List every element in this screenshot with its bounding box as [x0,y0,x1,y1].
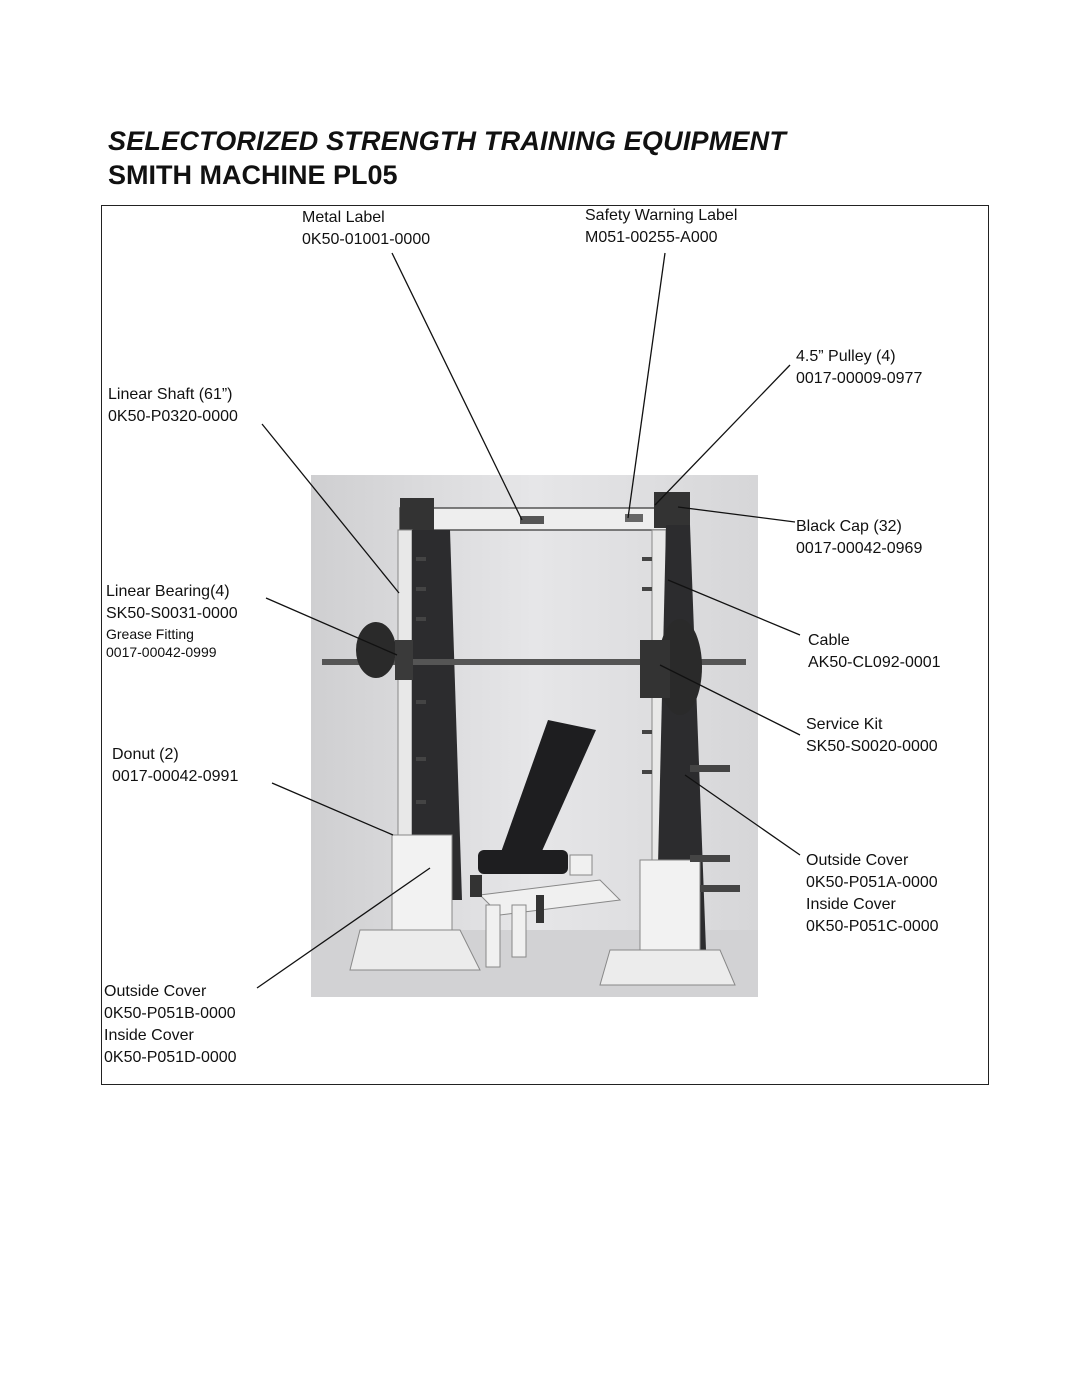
callout-linear-bearing: Linear Bearing(4) SK50-S0031-0000 Grease… [106,581,238,661]
page-subtitle: SMITH MACHINE PL05 [108,160,398,190]
inside-cover-left-part: 0K50-P051D-0000 [104,1049,237,1066]
leader-donut [271,782,394,836]
left-linear-shaft [397,529,413,836]
callout-outside-cover-right: Outside Cover 0K50-P051A-0000 Inside Cov… [806,850,939,938]
leader-outside-cover-left [256,867,431,989]
service-kit-part: SK50-S0020-0000 [806,738,938,755]
leader-cable [667,579,801,636]
outside-cover-right-part: 0K50-P051A-0000 [806,874,938,891]
inside-cover-left-name: Inside Cover [104,1027,194,1044]
bench-seat [478,850,568,874]
linear-shaft-part: 0K50-P0320-0000 [108,408,238,425]
right-top-bracket [654,492,690,528]
leader-metal-label [391,252,523,521]
outside-cover-left-name: Outside Cover [104,983,207,1000]
callout-black-cap: Black Cap (32) 0017-00042-0969 [796,516,922,560]
black-cap-name: Black Cap (32) [796,518,902,535]
left-top-bracket [400,498,434,532]
leader-lines [256,252,801,989]
barbell [322,659,746,665]
callout-safety-label: Safety Warning Label M051-00255-A000 [585,205,737,249]
black-cap-part: 0017-00042-0969 [796,540,923,557]
callout-donut: Donut (2) 0017-00042-0991 [112,744,238,788]
leader-black-cap [677,506,796,523]
weight-pegs [416,557,740,892]
outside-cover-left-part: 0K50-P051B-0000 [104,1005,236,1022]
outside-cover-right-name: Outside Cover [806,852,909,869]
callout-outside-cover-left: Outside Cover 0K50-P051B-0000 Inside Cov… [104,981,237,1069]
leader-outside-cover-right [684,774,801,856]
metal-label-part: 0K50-01001-0000 [302,231,431,248]
callout-service-kit: Service Kit SK50-S0020-0000 [806,714,938,758]
right-base-post [639,859,701,951]
metal-label-plate [520,516,544,524]
leader-linear-shaft [261,423,400,594]
left-weight-plate [356,622,396,678]
leader-service-kit [659,664,801,736]
inside-cover-right-name: Inside Cover [806,896,896,913]
leader-linear-bearing [265,597,398,656]
linear-shaft-name: Linear Shaft (61”) [108,386,233,403]
grease-fitting-name: Grease Fitting [106,626,194,642]
linear-bearing-part: SK50-S0031-0000 [106,605,238,622]
right-foot [599,949,736,986]
donut-part: 0017-00042-0991 [112,768,239,785]
callout-metal-label: Metal Label 0K50-01001-0000 [302,207,430,251]
inside-cover-right-part: 0K50-P051C-0000 [806,918,939,935]
callout-cable: Cable AK50-CL092-0001 [808,630,941,674]
metal-label-name: Metal Label [302,209,385,226]
safety-label-name: Safety Warning Label [585,207,738,224]
safety-label-part: M051-00255-A000 [585,229,718,246]
left-base-post [391,834,453,931]
left-foot [349,929,481,971]
diagram-frame [101,205,989,1085]
left-outside-cover [412,530,462,900]
cable-part: AK50-CL092-0001 [808,654,941,671]
leader-pulley [654,364,791,506]
donut-name: Donut (2) [112,746,179,763]
cable-name: Cable [808,632,850,649]
service-kit-name: Service Kit [806,716,883,733]
safety-label-plate [625,514,643,522]
page-title: SELECTORIZED STRENGTH TRAINING EQUIPMENT [108,126,787,156]
callout-pulley: 4.5” Pulley (4) 0017-00009-0977 [796,346,922,390]
left-linear-bearing [395,640,413,680]
right-linear-bearing [640,640,670,698]
pulley-part: 0017-00009-0977 [796,370,923,387]
grease-fitting-part: 0017-00042-0999 [106,644,217,660]
bench-backrest [500,720,596,860]
leader-safety-label [627,252,666,519]
pulley-name: 4.5” Pulley (4) [796,348,896,365]
linear-bearing-name: Linear Bearing(4) [106,583,230,600]
callout-linear-shaft: Linear Shaft (61”) 0K50-P0320-0000 [108,384,238,428]
